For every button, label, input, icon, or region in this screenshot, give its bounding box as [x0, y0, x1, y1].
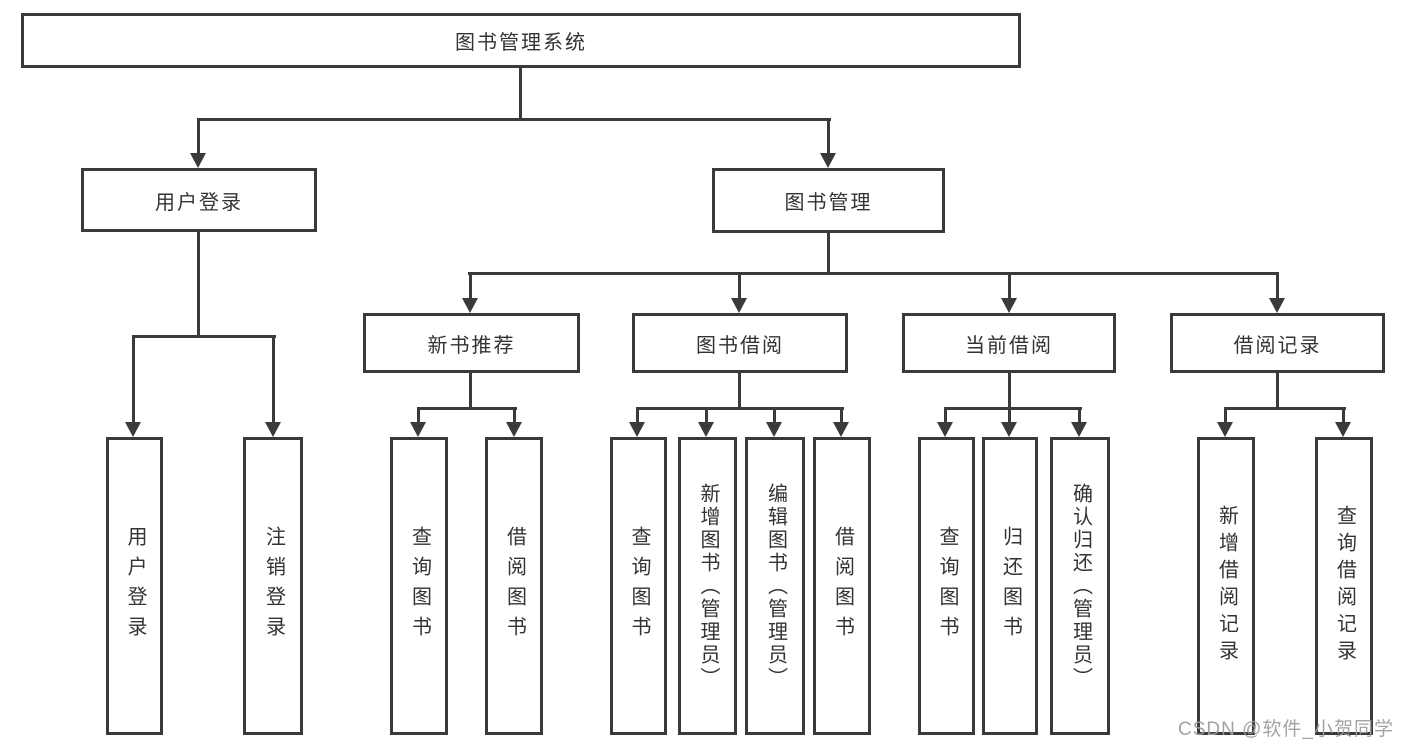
leaf-rec-query-books-label: 查询图书 — [408, 526, 431, 646]
arrowhead-icon — [731, 298, 747, 313]
connector-stub-book-borrow — [738, 272, 741, 300]
leaf-logout-label: 注销登录 — [262, 526, 285, 646]
connector-stub — [1078, 407, 1081, 424]
arrowhead-icon — [410, 422, 426, 437]
connector-book-mgmt-trunk — [827, 233, 830, 275]
arrowhead-icon — [1269, 298, 1285, 313]
connector-stub — [636, 407, 639, 424]
connector-root-trunk — [519, 68, 522, 121]
csdn-watermark: CSDN @软件_小贺同学 — [1178, 719, 1394, 740]
connector-stub — [1008, 407, 1011, 424]
leaf-bb-edit-books-label: 编辑图书（管理员） — [764, 482, 787, 690]
connector-level3-bus — [468, 272, 1279, 275]
node-borrow-records-label: 借阅记录 — [1233, 334, 1322, 357]
connector-stub-current-borrow — [1008, 272, 1011, 300]
leaf-cb-query-books: 查询图书 — [918, 437, 975, 735]
leaf-cb-query-books-label: 查询图书 — [936, 526, 958, 646]
leaf-br-query-record-label: 查询借阅记录 — [1333, 505, 1356, 667]
arrowhead-icon — [629, 422, 645, 437]
node-new-book-rec-label: 新书推荐 — [427, 334, 516, 357]
arrowhead-icon — [937, 422, 953, 437]
connector-stub-user-login — [197, 118, 200, 155]
leaf-cb-return-books: 归还图书 — [982, 437, 1038, 735]
leaf-user-login-label: 用户登录 — [124, 526, 146, 646]
leaf-bb-borrow-books-label: 借阅图书 — [831, 526, 854, 646]
connector-new-book-rec-bus — [417, 407, 517, 410]
connector-borrow-records-bus — [1224, 407, 1346, 410]
leaf-br-query-record: 查询借阅记录 — [1315, 437, 1373, 735]
connector-stub — [840, 407, 843, 424]
node-current-borrow-label: 当前借阅 — [965, 334, 1053, 357]
connector-stub-new-book-rec — [469, 272, 472, 300]
connector-stub — [513, 407, 516, 424]
leaf-bb-query-books-label: 查询图书 — [628, 526, 650, 646]
connector-stub-borrow-records — [1276, 272, 1279, 300]
node-book-borrow-label: 图书借阅 — [696, 334, 784, 357]
arrowhead-icon — [462, 298, 478, 313]
arrowhead-icon — [1001, 298, 1017, 313]
connector-stub — [417, 407, 420, 424]
connector-level2-bus — [197, 118, 831, 121]
leaf-cb-return-books-label: 归还图书 — [999, 526, 1022, 646]
arrowhead-icon — [1001, 422, 1017, 437]
leaf-rec-query-books: 查询图书 — [390, 437, 448, 735]
leaf-bb-borrow-books: 借阅图书 — [813, 437, 871, 735]
leaf-bb-add-books-label: 新增图书（管理员） — [697, 482, 719, 690]
node-root-label: 图书管理系统 — [455, 32, 587, 54]
node-root: 图书管理系统 — [21, 13, 1021, 68]
node-book-mgmt: 图书管理 — [712, 168, 945, 233]
arrowhead-icon — [1217, 422, 1233, 437]
arrowhead-icon — [1071, 422, 1087, 437]
node-user-login-label: 用户登录 — [155, 191, 243, 214]
connector-book-borrow-trunk — [738, 373, 741, 410]
leaf-rec-borrow-books-label: 借阅图书 — [503, 526, 526, 646]
leaf-cb-confirm-return: 确认归还（管理员） — [1050, 437, 1110, 735]
connector-stub — [705, 407, 708, 424]
leaf-rec-borrow-books: 借阅图书 — [485, 437, 543, 735]
node-new-book-rec: 新书推荐 — [363, 313, 580, 373]
connector-new-book-rec-trunk — [469, 373, 472, 410]
connector-user-login-bus — [132, 335, 276, 338]
connector-stub — [1342, 407, 1345, 424]
node-book-borrow: 图书借阅 — [632, 313, 848, 373]
arrowhead-icon — [125, 422, 141, 437]
connector-stub-leaf-logout — [272, 335, 275, 424]
connector-stub — [1224, 407, 1227, 424]
leaf-br-add-record: 新增借阅记录 — [1197, 437, 1255, 735]
node-borrow-records: 借阅记录 — [1170, 313, 1385, 373]
leaf-bb-add-books: 新增图书（管理员） — [678, 437, 737, 735]
arrowhead-icon — [1335, 422, 1351, 437]
arrowhead-icon — [265, 422, 281, 437]
arrowhead-icon — [506, 422, 522, 437]
connector-current-borrow-trunk — [1008, 373, 1011, 410]
arrowhead-icon — [766, 422, 782, 437]
connector-book-borrow-bus — [636, 407, 844, 410]
arrowhead-icon — [698, 422, 714, 437]
leaf-logout: 注销登录 — [243, 437, 303, 735]
leaf-user-login: 用户登录 — [106, 437, 163, 735]
connector-user-login-trunk — [197, 232, 200, 338]
arrowhead-icon — [190, 153, 206, 168]
connector-stub — [944, 407, 947, 424]
arrowhead-icon — [833, 422, 849, 437]
connector-stub-book-mgmt — [827, 118, 830, 155]
connector-borrow-records-trunk — [1276, 373, 1279, 410]
connector-stub — [773, 407, 776, 424]
node-current-borrow: 当前借阅 — [902, 313, 1116, 373]
connector-stub-leaf-user-login — [132, 335, 135, 424]
node-book-mgmt-label: 图书管理 — [784, 192, 873, 214]
leaf-br-add-record-label: 新增借阅记录 — [1215, 505, 1238, 667]
leaf-bb-edit-books: 编辑图书（管理员） — [745, 437, 805, 735]
leaf-cb-confirm-return-label: 确认归还（管理员） — [1069, 482, 1092, 690]
arrowhead-icon — [820, 153, 836, 168]
leaf-bb-query-books: 查询图书 — [610, 437, 667, 735]
connector-current-borrow-bus — [944, 407, 1082, 410]
node-user-login: 用户登录 — [81, 168, 317, 232]
